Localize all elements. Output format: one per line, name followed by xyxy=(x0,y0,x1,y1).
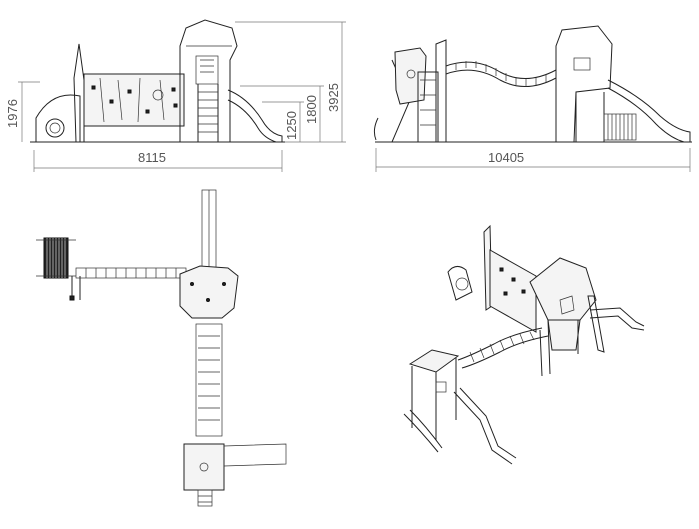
dim-front-h3: 1800 xyxy=(304,95,319,124)
dim-front-h4: 3925 xyxy=(326,83,341,112)
dim-side-width: 10405 xyxy=(488,150,524,165)
side-view xyxy=(373,25,692,143)
bridge-rungs xyxy=(455,61,547,87)
side-dimensions: 10405 xyxy=(375,148,691,172)
dim-front-width: 8115 xyxy=(138,150,166,165)
dim-front-h2: 1250 xyxy=(284,111,299,140)
climbing-holds xyxy=(91,85,178,114)
dim-front-h1: 1976 xyxy=(5,99,20,128)
iso-holds xyxy=(499,267,526,296)
front-view xyxy=(30,19,285,143)
isometric-view xyxy=(403,224,645,465)
front-dimensions: 8115 1976 1250 1800 3925 xyxy=(5,21,346,172)
plan-view xyxy=(36,189,287,507)
